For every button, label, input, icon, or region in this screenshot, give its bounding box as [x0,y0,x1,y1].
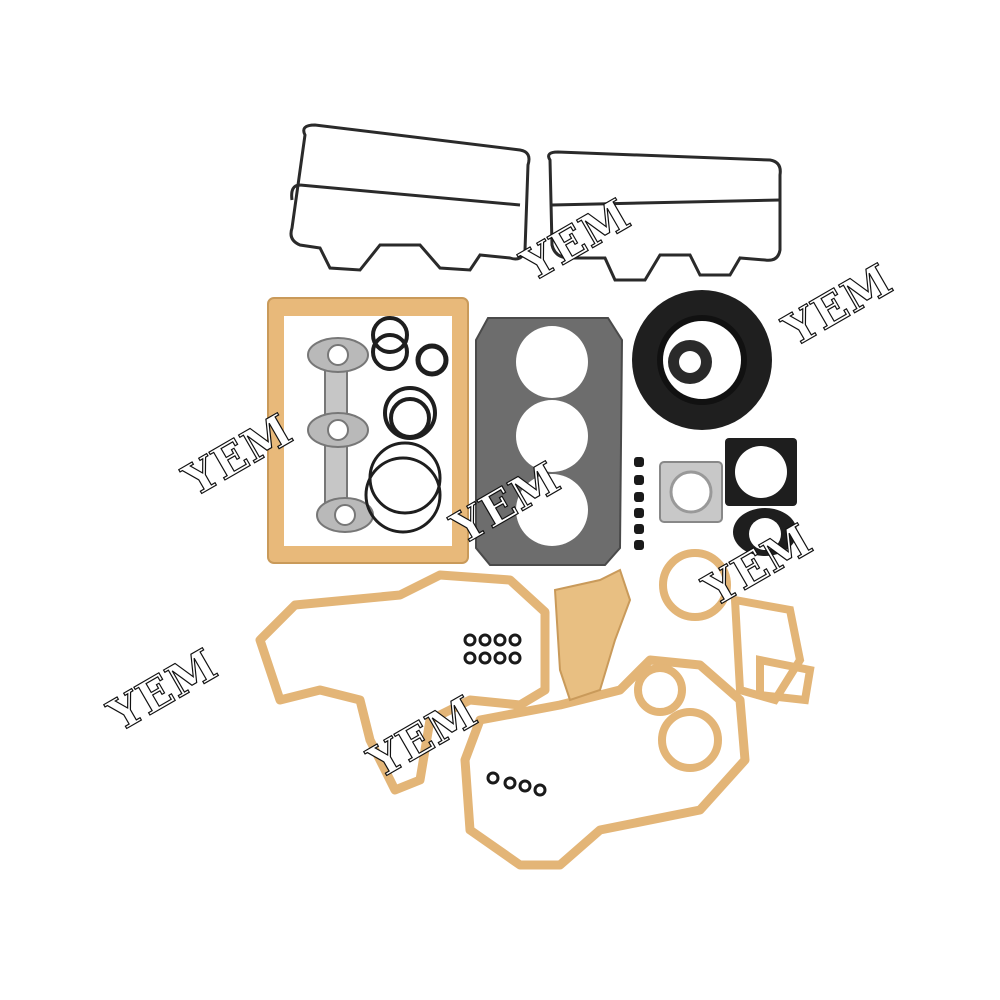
small-o-rings [463,633,547,797]
rear-crankshaft-seal [632,290,772,430]
misc-small-gaskets [634,549,815,772]
square-rubber-gasket [725,438,797,506]
o-rings [364,316,449,534]
oval-flange-gasket [733,508,797,556]
timing-cover-gasket [255,570,750,870]
square-metal-gasket [659,461,723,523]
valve-cover-gasket-left [289,123,531,272]
valve-cover-gasket-right [547,150,782,282]
water-pump-gasket [553,568,632,702]
cylinder-head-gasket [475,317,624,566]
valve-stem-seals [634,457,644,550]
exhaust-manifold-gasket [307,337,374,533]
